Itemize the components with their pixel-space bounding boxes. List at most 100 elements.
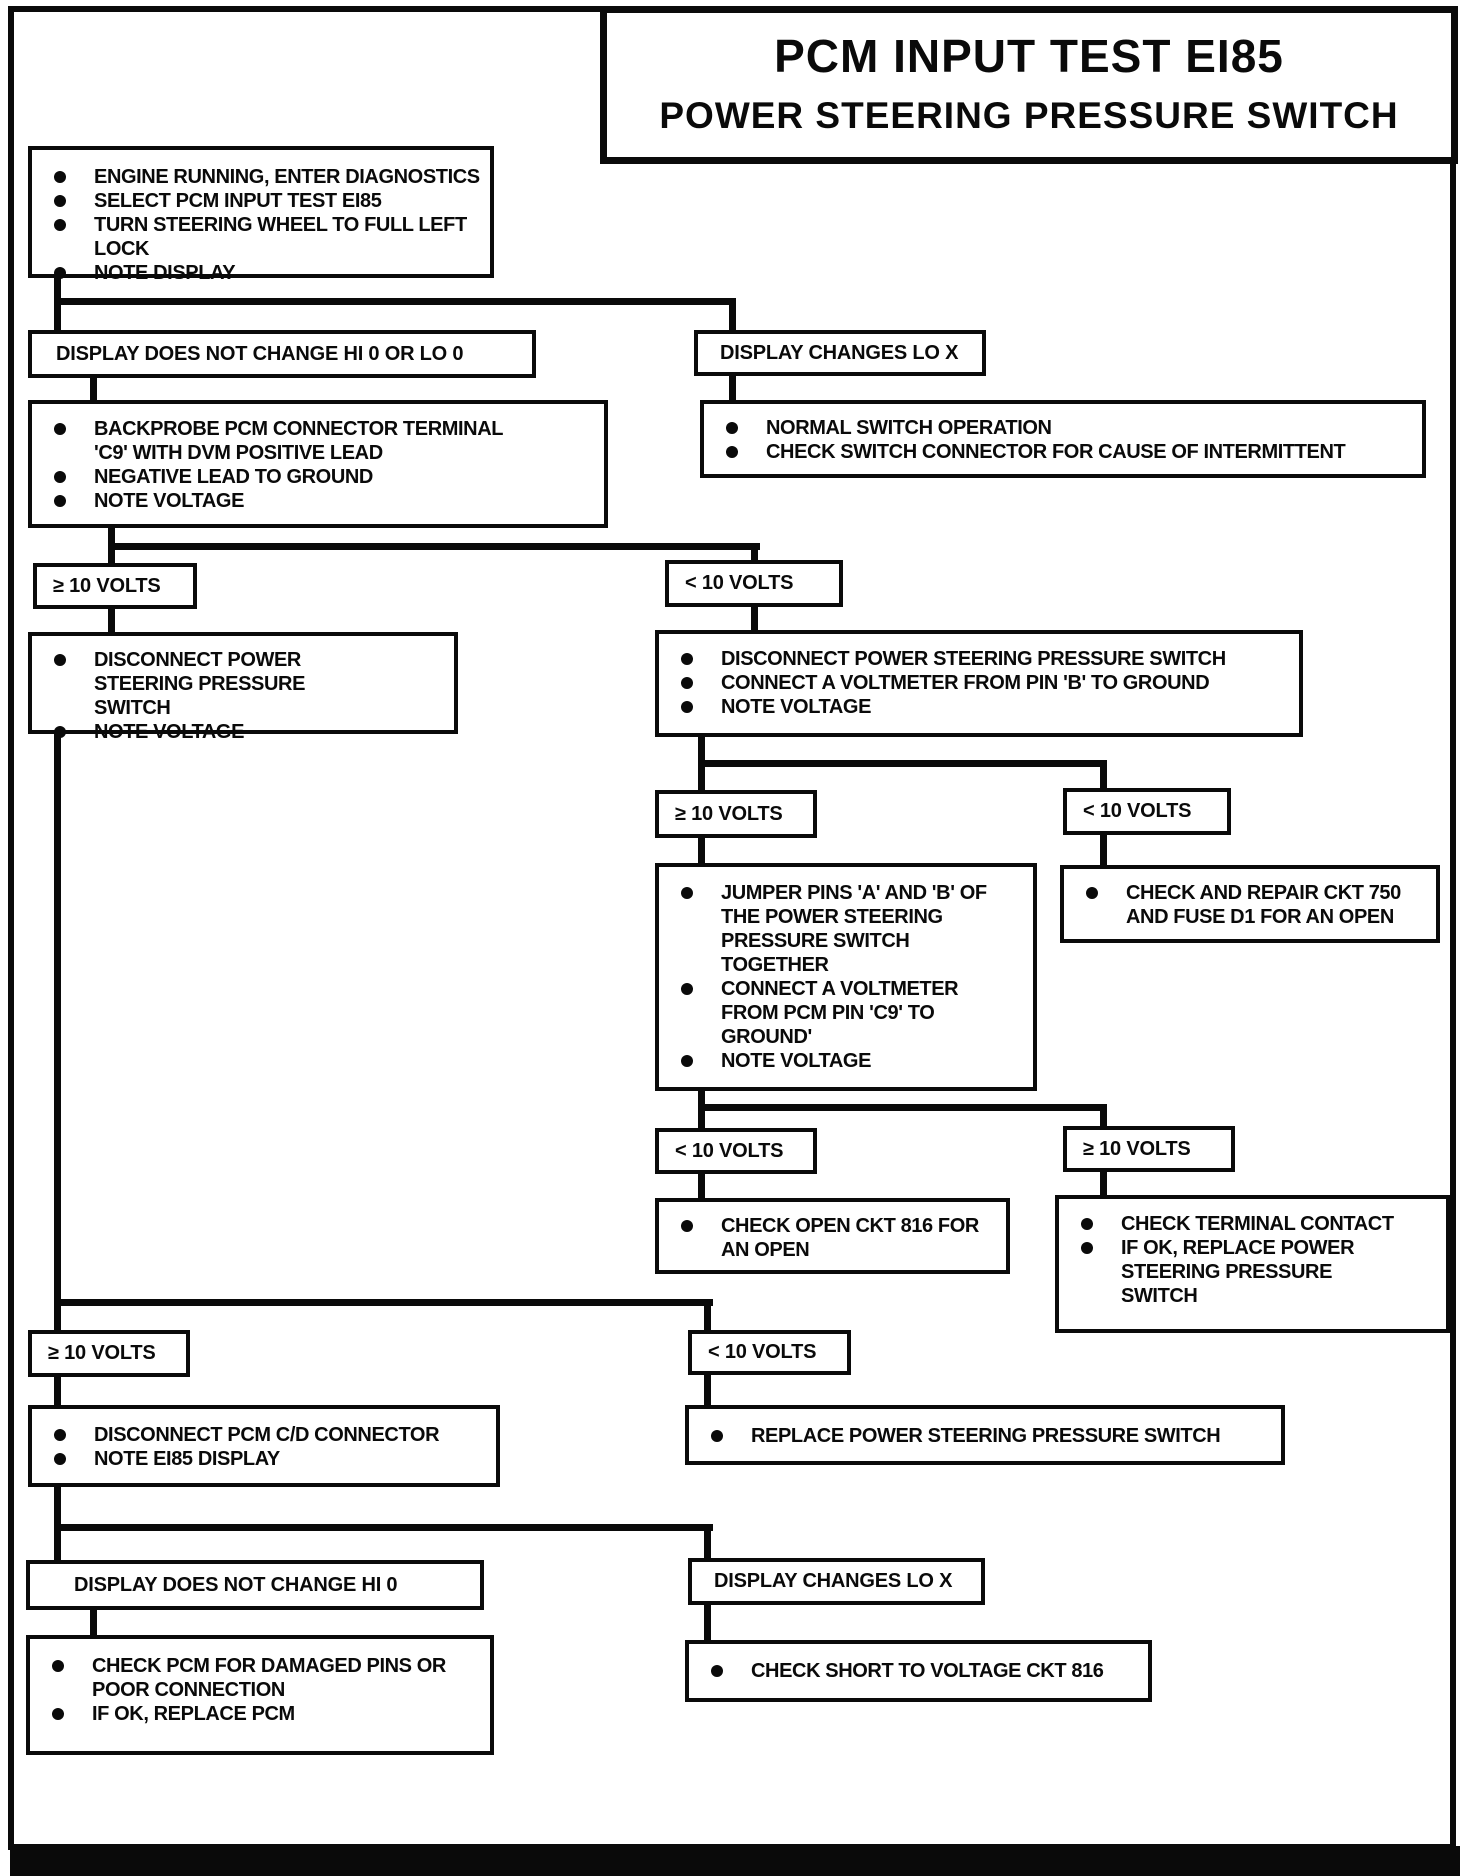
bullet-item: ENGINE RUNNING, ENTER DIAGNOSTICS: [32, 165, 490, 189]
bullet-text: NORMAL SWITCH OPERATION: [766, 417, 1052, 439]
bullet-item: CHECK SHORT TO VOLTAGE CKT 816: [689, 1659, 1148, 1683]
bullet-item: DISCONNECT POWER STEERING PRESSURE SWITC…: [659, 647, 1299, 671]
bullet-icon: [681, 1220, 693, 1232]
connector-line: [54, 1524, 713, 1531]
bullet-text: DISCONNECT POWER STEERING PRESSURE SWITC…: [94, 649, 306, 719]
connector-line: [704, 1374, 711, 1407]
bullet-text: CHECK OPEN CKT 816 FOR AN OPEN: [721, 1215, 979, 1261]
connector-line: [729, 298, 736, 332]
connector-line: [751, 543, 758, 562]
bullet-item: TURN STEERING WHEEL TO FULL LEFT LOCK: [32, 213, 490, 261]
connector-line: [1100, 1171, 1107, 1197]
bullet-text: SELECT PCM INPUT TEST EI85: [94, 190, 382, 212]
bullet-item: SELECT PCM INPUT TEST EI85: [32, 189, 490, 213]
ge-10-volts-box-1: ≥ 10 VOLTS: [33, 563, 197, 609]
title-box: PCM INPUT TEST EI85 POWER STEERING PRESS…: [600, 6, 1458, 164]
bullet-text: REPLACE POWER STEERING PRESSURE SWITCH: [751, 1425, 1221, 1447]
jumper-pins-box: JUMPER PINS 'A' AND 'B' OF THE POWER STE…: [655, 863, 1037, 1091]
bullet-icon: [1086, 887, 1098, 899]
bullet-text: NOTE VOLTAGE: [721, 696, 872, 718]
bullet-item: JUMPER PINS 'A' AND 'B' OF THE POWER STE…: [659, 881, 999, 977]
check-short-ckt816-box: CHECK SHORT TO VOLTAGE CKT 816: [685, 1640, 1152, 1702]
bullet-item: CHECK PCM FOR DAMAGED PINS OR POOR CONNE…: [30, 1654, 490, 1702]
bullet-item: CHECK OPEN CKT 816 FOR AN OPEN: [659, 1214, 1006, 1262]
connector-line: [54, 1376, 61, 1407]
bullet-item: CHECK TERMINAL CONTACT: [1059, 1212, 1416, 1236]
bullet-text: IF OK, REPLACE POWER STEERING PRESSURE S…: [1121, 1237, 1355, 1307]
disconnect-switch-note-voltage-box: DISCONNECT POWER STEERING PRESSURE SWITC…: [28, 632, 458, 743]
bullet-text: CHECK AND REPAIR CKT 750 AND FUSE D1 FOR…: [1126, 882, 1401, 928]
bullet-icon: [726, 422, 738, 434]
bullet-text: NOTE EI85 DISPLAY: [94, 1448, 280, 1470]
bullet-text: JUMPER PINS 'A' AND 'B' OF THE POWER STE…: [721, 882, 987, 976]
bullet-icon: [711, 1665, 723, 1677]
bullet-text: CHECK SWITCH CONNECTOR FOR CAUSE OF INTE…: [766, 441, 1346, 463]
connector-line: [698, 760, 1107, 767]
display-no-change-hi0-box: DISPLAY DOES NOT CHANGE HI 0: [26, 1560, 484, 1610]
bullet-item: NOTE VOLTAGE: [32, 489, 604, 513]
bullet-icon: [1081, 1242, 1093, 1254]
bullet-icon: [54, 495, 66, 507]
bullet-text: IF OK, REPLACE PCM: [92, 1703, 295, 1725]
replace-switch-box: REPLACE POWER STEERING PRESSURE SWITCH: [685, 1405, 1285, 1465]
bullet-item: DISCONNECT PCM C/D CONNECTOR: [32, 1423, 496, 1447]
bullet-item: NORMAL SWITCH OPERATION: [704, 416, 1422, 440]
connector-line: [90, 378, 97, 402]
connector-line: [108, 608, 115, 634]
bullet-icon: [54, 726, 66, 738]
connector-line: [1100, 834, 1107, 867]
connector-line: [698, 1104, 1107, 1111]
connector-line: [54, 1299, 713, 1306]
lt-10-volts-box-3: < 10 VOLTS: [655, 1128, 817, 1174]
bullet-icon: [711, 1430, 723, 1442]
bullet-icon: [1081, 1218, 1093, 1230]
bullet-icon: [726, 446, 738, 458]
connector-line: [698, 837, 705, 865]
bullet-icon: [681, 1055, 693, 1067]
bullet-text: CHECK TERMINAL CONTACT: [1121, 1213, 1394, 1235]
bullet-icon: [54, 471, 66, 483]
backprobe-box: BACKPROBE PCM CONNECTOR TERMINAL 'C9' WI…: [28, 400, 608, 528]
connector-line: [90, 1609, 97, 1637]
lt-10-volts-box-1: < 10 VOLTS: [665, 560, 843, 607]
check-pcm-box: CHECK PCM FOR DAMAGED PINS OR POOR CONNE…: [26, 1635, 494, 1755]
bullet-icon: [681, 653, 693, 665]
bullet-item: BACKPROBE PCM CONNECTOR TERMINAL 'C9' WI…: [32, 417, 604, 465]
bullet-item: NOTE VOLTAGE: [32, 720, 454, 744]
bullet-text: CHECK SHORT TO VOLTAGE CKT 816: [751, 1660, 1104, 1682]
connector-line: [704, 1524, 711, 1560]
bullet-icon: [52, 1660, 64, 1672]
page-subtitle: POWER STEERING PRESSURE SWITCH: [659, 95, 1399, 136]
ge-10-volts-box-3: ≥ 10 VOLTS: [1063, 1126, 1235, 1172]
bullet-text: NEGATIVE LEAD TO GROUND: [94, 466, 373, 488]
bullet-item: REPLACE POWER STEERING PRESSURE SWITCH: [689, 1424, 1281, 1448]
bullet-item: NOTE VOLTAGE: [659, 1049, 999, 1073]
bullet-item: DISCONNECT POWER STEERING PRESSURE SWITC…: [32, 648, 454, 720]
connector-line: [751, 606, 758, 632]
connector-line: [729, 375, 736, 402]
connector-line: [704, 1604, 711, 1642]
page-title: PCM INPUT TEST EI85: [774, 30, 1284, 82]
ge-10-volts-box-2: ≥ 10 VOLTS: [655, 790, 817, 838]
bullet-item: NEGATIVE LEAD TO GROUND: [32, 465, 604, 489]
connector-line: [54, 278, 61, 332]
disconnect-pcm-cd-box: DISCONNECT PCM C/D CONNECTOR NOTE EI85 D…: [28, 1405, 500, 1487]
lt-10-volts-box-2: < 10 VOLTS: [1063, 788, 1231, 835]
bullet-text: TURN STEERING WHEEL TO FULL LEFT LOCK: [94, 214, 467, 260]
display-changes-lo-x-box-2: DISPLAY CHANGES LO X: [688, 1558, 985, 1605]
bullet-text: DISCONNECT POWER STEERING PRESSURE SWITC…: [721, 648, 1226, 670]
connector-line: [54, 298, 736, 305]
bullet-text: CONNECT A VOLTMETER FROM PCM PIN 'C9' TO…: [721, 978, 959, 1048]
bullet-text: NOTE DISPLAY: [94, 262, 236, 284]
bullet-icon: [54, 219, 66, 231]
bullet-item: IF OK, REPLACE PCM: [30, 1702, 490, 1726]
bullet-item: NOTE VOLTAGE: [659, 695, 1299, 719]
bullet-item: CHECK AND REPAIR CKT 750 AND FUSE D1 FOR…: [1064, 881, 1436, 929]
connector-line: [1100, 1104, 1107, 1128]
bullet-item: NOTE EI85 DISPLAY: [32, 1447, 496, 1471]
display-changes-lo-x-box-1: DISPLAY CHANGES LO X: [694, 330, 986, 376]
connector-line: [704, 1299, 711, 1332]
normal-switch-operation-box: NORMAL SWITCH OPERATION CHECK SWITCH CON…: [700, 400, 1426, 478]
bullet-icon: [54, 195, 66, 207]
